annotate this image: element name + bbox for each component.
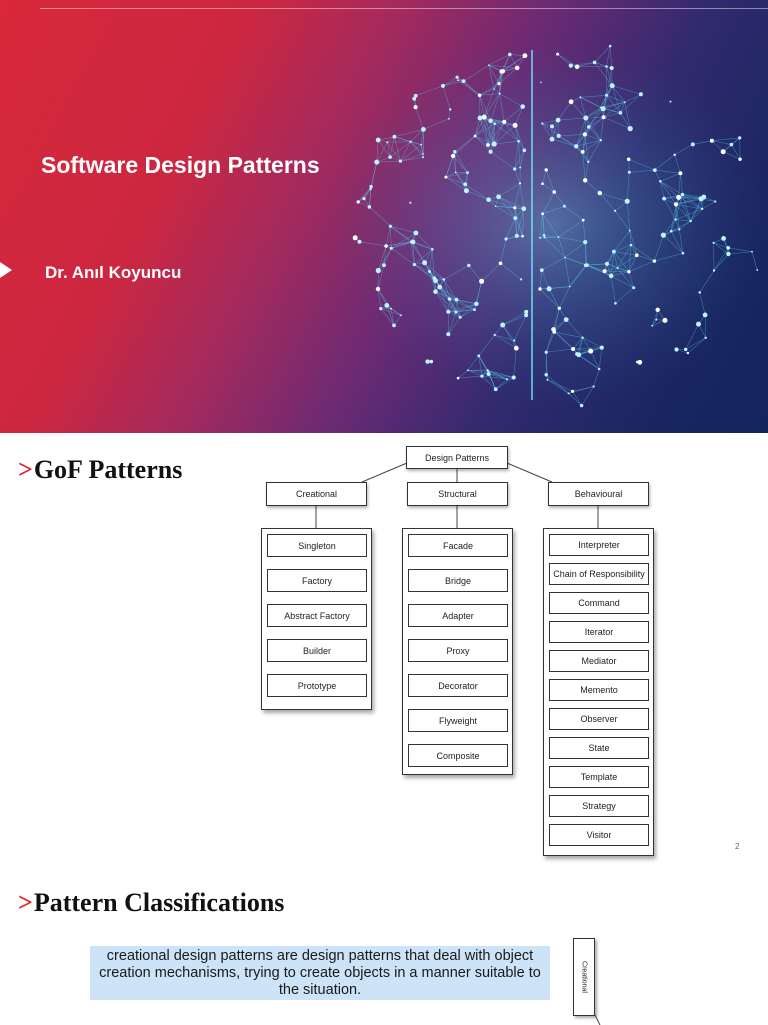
pattern-item: Chain of Responsibility	[549, 563, 649, 585]
page-number: 2	[735, 842, 739, 851]
pattern-item: Abstract Factory	[267, 604, 367, 627]
creational-panel: Singleton Factory Abstract Factory Build…	[261, 528, 372, 710]
heading-marker: >	[18, 455, 33, 484]
category-behavioural: Behavioural	[548, 482, 649, 506]
pattern-item: Strategy	[549, 795, 649, 817]
slide-title: Software Design Patterns	[41, 152, 320, 179]
pattern-item: Visitor	[549, 824, 649, 846]
pattern-item: Template	[549, 766, 649, 788]
pattern-item: Mediator	[549, 650, 649, 672]
pattern-item: Flyweight	[408, 709, 508, 732]
pattern-item: Adapter	[408, 604, 508, 627]
pattern-item: Bridge	[408, 569, 508, 592]
heading-marker: >	[18, 888, 33, 917]
heading-text: GoF Patterns	[34, 455, 183, 484]
pattern-item: Builder	[267, 639, 367, 662]
pattern-item: Interpreter	[549, 534, 649, 556]
pattern-item: State	[549, 737, 649, 759]
pattern-classifications-slide: >Pattern Classifications creational desi…	[0, 873, 768, 1024]
pattern-item: Facade	[408, 534, 508, 557]
pattern-item: Command	[549, 592, 649, 614]
slide-heading: >Pattern Classifications	[18, 888, 284, 918]
pattern-item: Decorator	[408, 674, 508, 697]
pattern-item: Composite	[408, 744, 508, 767]
pattern-item: Singleton	[267, 534, 367, 557]
structural-panel: Facade Bridge Adapter Proxy Decorator Fl…	[402, 528, 513, 775]
category-creational: Creational	[266, 482, 367, 506]
title-slide: Software Design Patterns Dr. Anıl Koyunc…	[0, 0, 768, 433]
heading-text: Pattern Classifications	[34, 888, 285, 917]
slide-author: Dr. Anıl Koyuncu	[45, 263, 181, 283]
behavioural-panel: Interpreter Chain of Responsibility Comm…	[543, 528, 654, 856]
pattern-item: Iterator	[549, 621, 649, 643]
connector-stub	[590, 1013, 610, 1025]
gof-patterns-slide: >GoF Patterns Design Patterns Creational…	[0, 433, 768, 873]
description-callout: creational design patterns are design pa…	[90, 946, 550, 1000]
creational-vertical-box: Creational	[573, 938, 595, 1016]
pattern-item: Factory	[267, 569, 367, 592]
top-rule	[40, 8, 768, 9]
vertical-label: Creational	[581, 961, 588, 993]
pattern-item: Observer	[549, 708, 649, 730]
pattern-item: Prototype	[267, 674, 367, 697]
play-triangle-icon	[0, 262, 12, 278]
slide-heading: >GoF Patterns	[18, 455, 182, 485]
pattern-item: Memento	[549, 679, 649, 701]
root-node: Design Patterns	[406, 446, 508, 469]
pattern-item: Proxy	[408, 639, 508, 662]
category-structural: Structural	[407, 482, 508, 506]
network-brain-illustration	[300, 30, 768, 420]
